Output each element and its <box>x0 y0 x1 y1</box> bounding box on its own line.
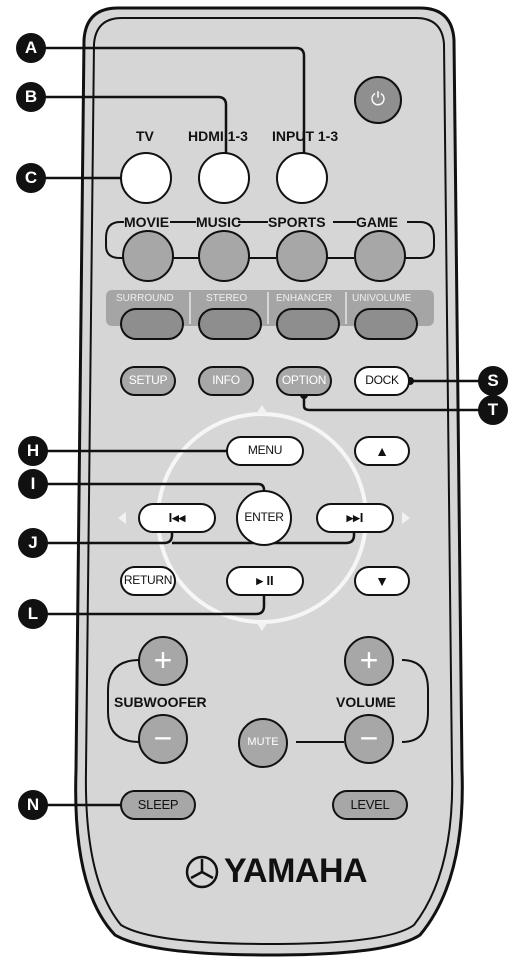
power-icon: ⏻ <box>370 89 386 109</box>
enhancer-button[interactable] <box>276 308 340 340</box>
game-button[interactable] <box>354 230 406 282</box>
sports-label: SPORTS <box>268 214 326 230</box>
mute-button[interactable]: MUTE <box>238 718 288 768</box>
play-pause-icon: ▸ II <box>256 573 274 588</box>
option-button[interactable]: OPTION <box>276 366 332 396</box>
plus-icon: + <box>359 642 379 678</box>
tv-button[interactable] <box>120 152 172 204</box>
callout-n: N <box>18 790 48 820</box>
music-button[interactable] <box>198 230 250 282</box>
minus-icon: − <box>359 720 379 756</box>
surround-button[interactable] <box>120 308 184 340</box>
music-label: MUSIC <box>196 214 242 230</box>
sleep-button[interactable]: SLEEP <box>120 790 196 820</box>
subwoofer-label: SUBWOOFER <box>114 694 207 710</box>
enter-button[interactable]: ENTER <box>236 490 292 546</box>
surround-label: SURROUND <box>116 293 174 304</box>
play-pause-button[interactable]: ▸ II <box>226 566 304 596</box>
sports-button[interactable] <box>276 230 328 282</box>
callout-c: C <box>16 163 46 193</box>
down-button[interactable]: ▼ <box>354 566 410 596</box>
minus-icon: − <box>153 720 173 756</box>
return-button[interactable]: RETURN <box>120 566 176 596</box>
hdmi-button[interactable] <box>198 152 250 204</box>
univolume-button[interactable] <box>354 308 418 340</box>
volume-label: VOLUME <box>336 694 396 710</box>
tv-label: TV <box>136 128 154 144</box>
up-button[interactable]: ▲ <box>354 436 410 466</box>
input-button[interactable] <box>276 152 328 204</box>
callout-t: T <box>478 395 508 425</box>
volume-minus-button[interactable]: − <box>344 714 394 764</box>
next-button[interactable]: ▸▸I <box>316 503 394 533</box>
setup-button[interactable]: SETUP <box>120 366 176 396</box>
callout-l: L <box>18 599 48 629</box>
menu-button[interactable]: MENU <box>226 436 304 466</box>
volume-plus-button[interactable]: + <box>344 636 394 686</box>
up-arrow-icon: ▲ <box>375 443 389 459</box>
callout-b: B <box>16 82 46 112</box>
callout-a: A <box>16 33 46 63</box>
callout-s: S <box>478 366 508 396</box>
game-label: GAME <box>356 214 398 230</box>
subwoofer-plus-button[interactable]: + <box>138 636 188 686</box>
subwoofer-minus-button[interactable]: − <box>138 714 188 764</box>
skip-back-icon: I◂◂ <box>168 510 186 525</box>
down-arrow-icon: ▼ <box>375 573 389 589</box>
hdmi-label: HDMI 1-3 <box>188 128 248 144</box>
yamaha-logo: YAMAHA <box>184 850 368 894</box>
input-label: INPUT 1-3 <box>272 128 339 144</box>
movie-label: MOVIE <box>124 214 170 230</box>
callout-i: I <box>18 469 48 499</box>
univolume-label: UNIVOLUME <box>352 293 412 304</box>
plus-icon: + <box>153 642 173 678</box>
dock-button[interactable]: DOCK <box>354 366 410 396</box>
movie-button[interactable] <box>122 230 174 282</box>
info-button[interactable]: INFO <box>198 366 254 396</box>
power-button[interactable]: ⏻ <box>354 76 402 124</box>
enhancer-label: ENHANCER <box>276 293 333 304</box>
stereo-label: STEREO <box>206 293 248 304</box>
level-button[interactable]: LEVEL <box>332 790 408 820</box>
callout-h: H <box>18 436 48 466</box>
callout-j: J <box>18 528 48 558</box>
yamaha-tuning-fork-icon <box>185 855 219 889</box>
stereo-button[interactable] <box>198 308 262 340</box>
brand-name: YAMAHA <box>224 852 368 890</box>
skip-forward-icon: ▸▸I <box>346 510 364 525</box>
previous-button[interactable]: I◂◂ <box>138 503 216 533</box>
